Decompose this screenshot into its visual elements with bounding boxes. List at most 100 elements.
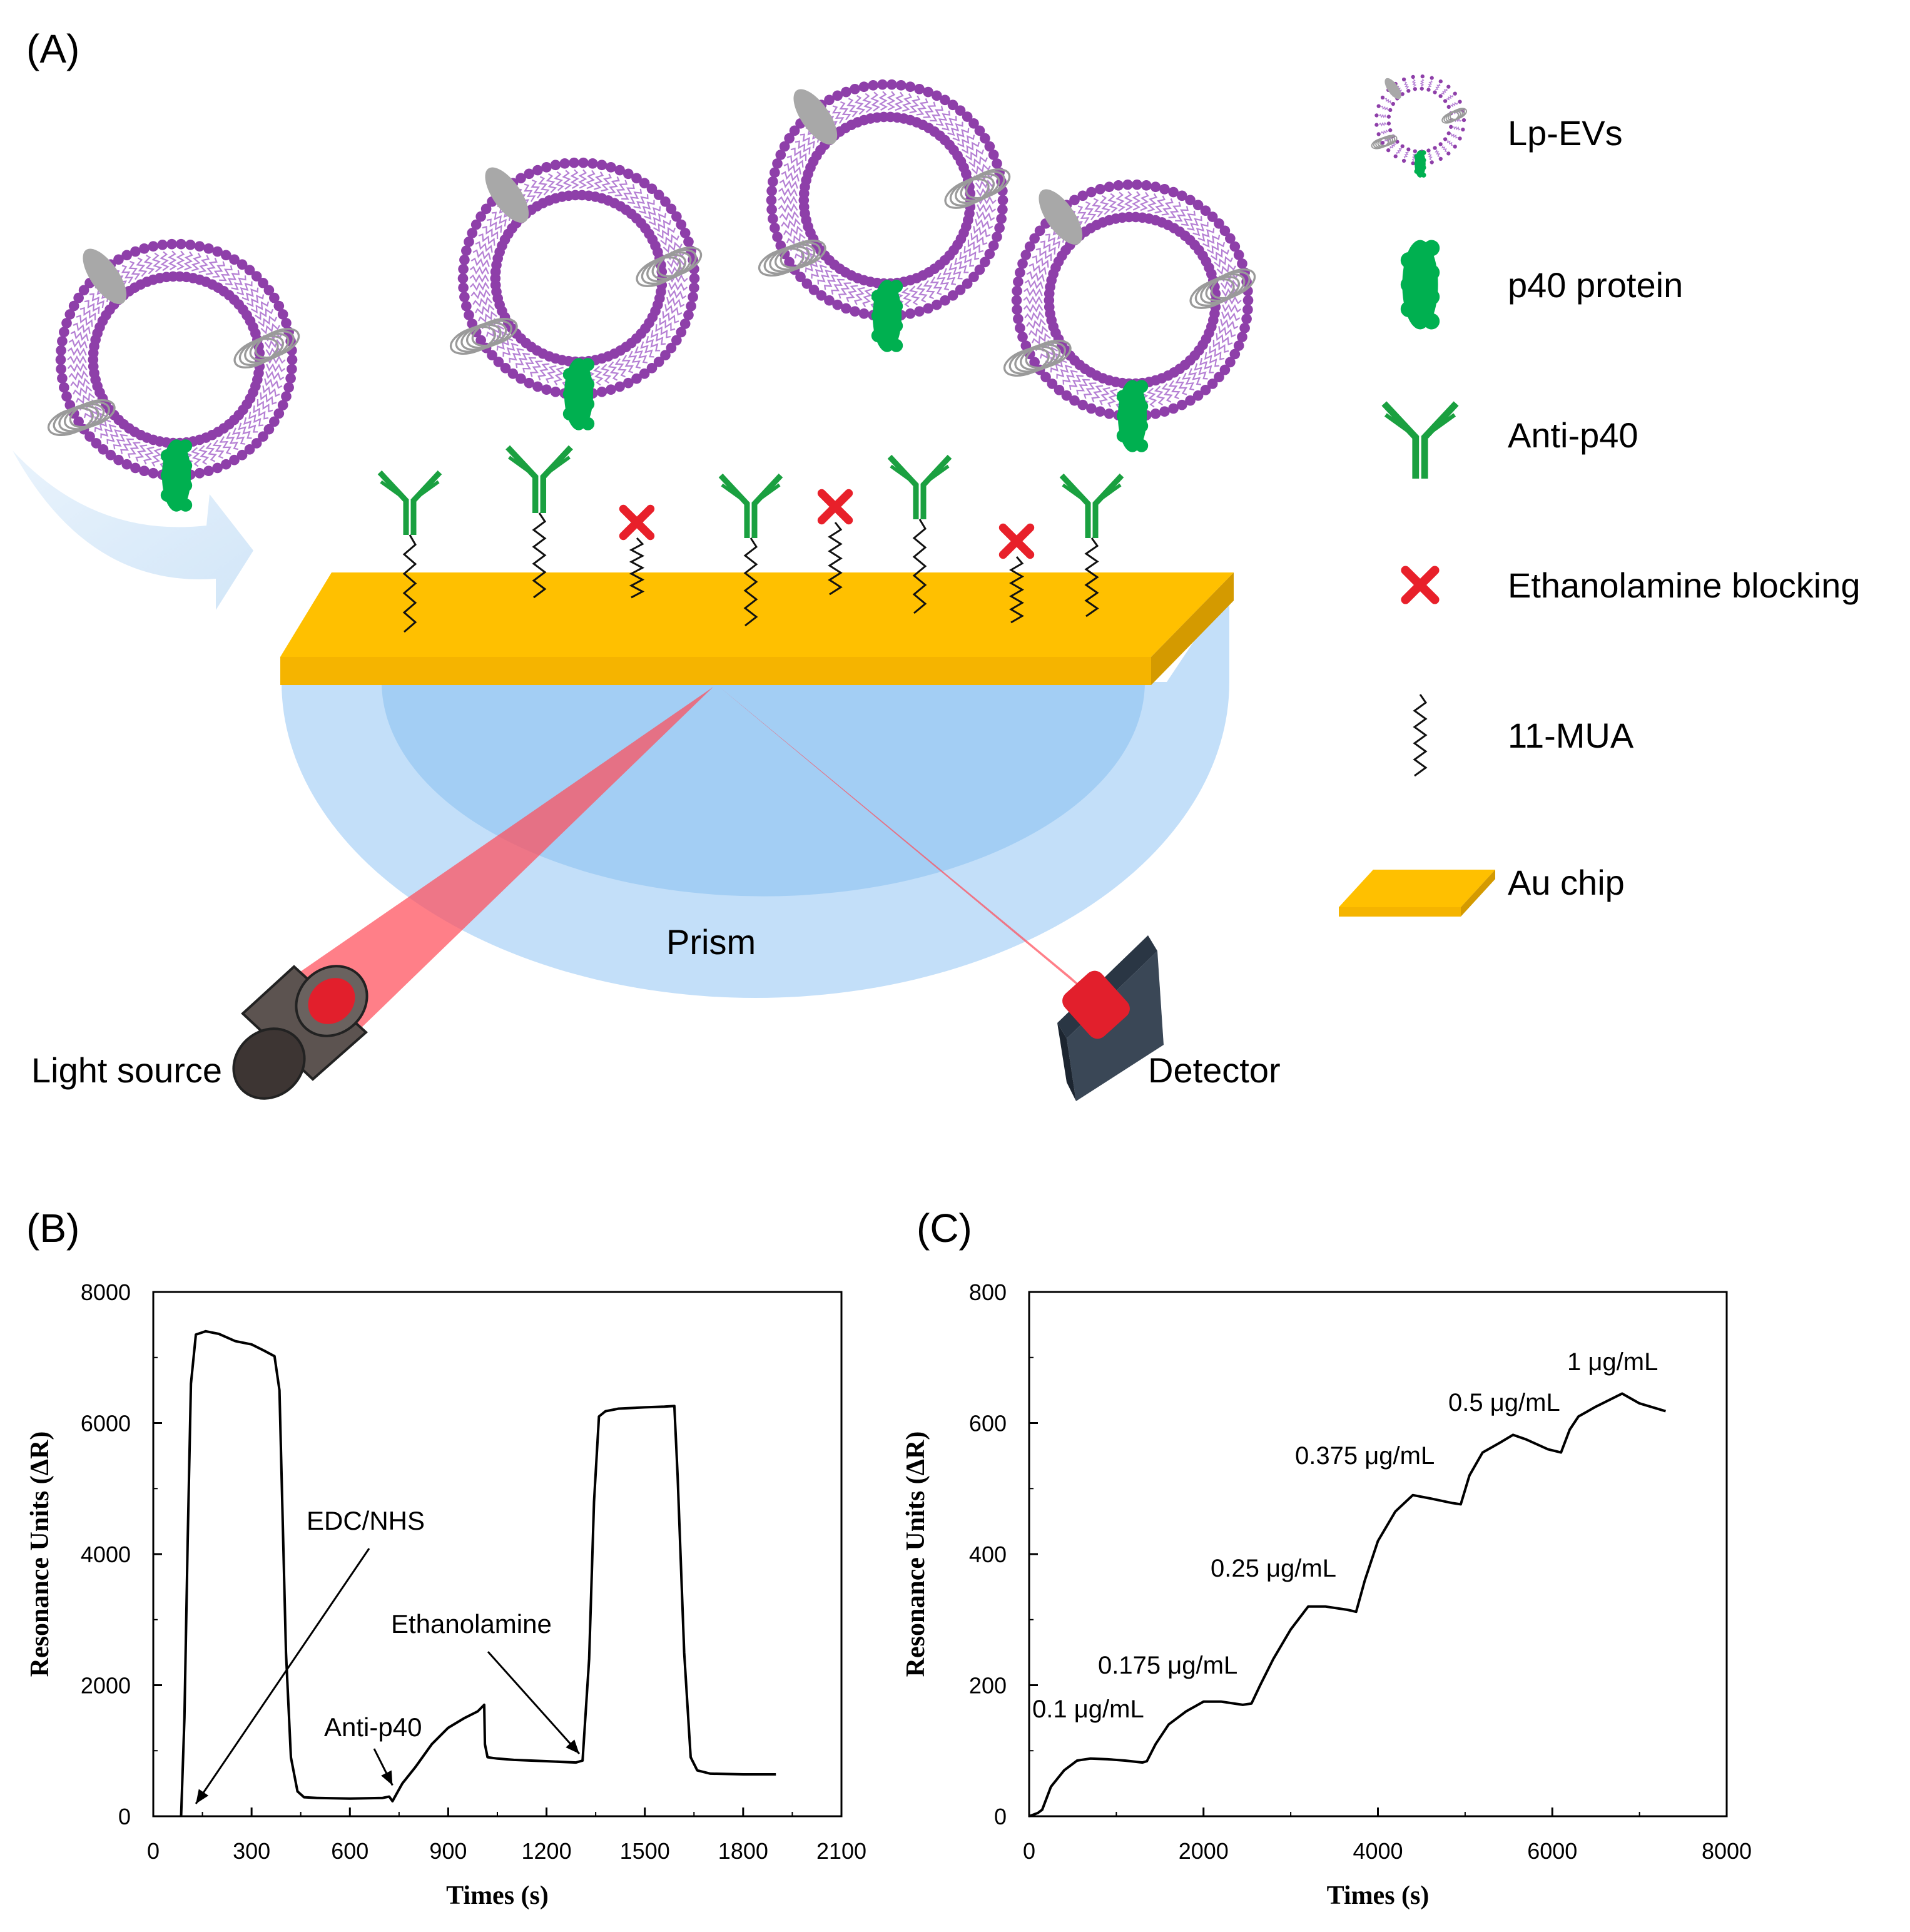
chart-annotation: EDC/NHS — [307, 1506, 425, 1535]
lp-ev-vesicle-icon — [758, 79, 1011, 352]
x-axis-label: Times (s) — [1327, 1881, 1430, 1910]
concentration-annotation: 0.175 μg/mL — [1098, 1652, 1237, 1679]
surface-linker-11-mua — [743, 537, 758, 627]
lp-ev-vesicles — [47, 79, 1256, 512]
x-tick-label: 4000 — [1353, 1838, 1403, 1864]
linker-icon — [1413, 694, 1428, 777]
legend-label: Ethanolamine blocking — [1508, 566, 1860, 605]
y-axis-label: Resonance Units (ΔR) — [902, 1431, 930, 1677]
y-tick-label: 800 — [969, 1279, 1007, 1305]
surface-anti-p40-icon — [887, 454, 952, 519]
surface-ethanolamine-block-icon — [619, 504, 655, 541]
panel-a-label: (A) — [26, 26, 79, 71]
surface-ethanolamine-block-icon — [998, 523, 1035, 559]
x-tick-label: 900 — [429, 1838, 467, 1864]
surface-linker-11-mua — [1084, 537, 1099, 618]
detector-label: Detector — [1148, 1050, 1281, 1090]
x-tick-label: 1500 — [620, 1838, 670, 1864]
legend-label: p40 protein — [1508, 265, 1683, 305]
annotation-arrow-anti-p40 — [373, 1748, 394, 1786]
detector-icon — [1057, 935, 1164, 1101]
legend-label: 11-MUA — [1508, 716, 1634, 755]
surface-linker-11-mua — [402, 534, 417, 633]
surface-anti-p40-icon — [505, 445, 573, 513]
lp-ev-vesicle-icon — [449, 157, 703, 430]
x-tick-label: 2100 — [816, 1838, 866, 1864]
concentration-annotation: 1 μg/mL — [1567, 1348, 1658, 1376]
x-tick-label: 8000 — [1702, 1838, 1752, 1864]
vesicle-p40-protein-icon — [1414, 150, 1426, 178]
surface-linker-11-mua — [1009, 556, 1024, 624]
surface-ethanolamine-block-icon — [817, 489, 853, 525]
y-tick-label: 400 — [969, 1542, 1007, 1567]
light-source-icon — [232, 965, 368, 1100]
x-tick-label: 1800 — [718, 1838, 768, 1864]
light-source-label: Light source — [31, 1050, 222, 1090]
antibody-icon — [1381, 401, 1459, 479]
surface-anti-p40-icon — [718, 473, 783, 538]
vesicle-p40-protein-icon — [562, 358, 595, 430]
x-tick-label: 1200 — [522, 1838, 572, 1864]
y-tick-label: 4000 — [81, 1542, 131, 1567]
chart-annotation: Anti-p40 — [324, 1712, 422, 1742]
surface-linker-11-mua — [828, 522, 843, 596]
annotation-arrow-edc-nhs — [195, 1548, 370, 1804]
lp-ev-vesicle-icon — [47, 238, 300, 512]
legend-protein-icon — [1400, 240, 1440, 330]
legend-antibody-icon — [1381, 401, 1459, 479]
legend-cross-icon — [1401, 566, 1440, 604]
y-tick-label: 2000 — [81, 1673, 131, 1699]
vesicle-icon — [1371, 74, 1467, 178]
y-tick-label: 600 — [969, 1411, 1007, 1436]
chart-annotation: Ethanolamine — [391, 1609, 552, 1639]
panel-label: (B) — [26, 1206, 79, 1251]
legend-linker-icon — [1413, 694, 1428, 777]
concentration-annotation: 0.1 μg/mL — [1032, 1696, 1144, 1723]
legend-label: Au chip — [1508, 863, 1625, 902]
vesicle-p40-protein-icon — [160, 439, 193, 512]
x-tick-label: 0 — [147, 1838, 160, 1864]
reflected-beam — [719, 687, 1126, 1026]
panel-b-chart: (B) 0 300 600 900 1200 1500 1800 2100 0 2000 4000 60… — [26, 1206, 866, 1910]
x-tick-label: 6000 — [1527, 1838, 1577, 1864]
incident-beam — [294, 687, 713, 1032]
legend-vesicle-icon — [1371, 74, 1467, 178]
prism-label: Prism — [666, 922, 756, 962]
y-tick-label: 200 — [969, 1673, 1007, 1699]
y-tick-label: 0 — [118, 1804, 131, 1829]
y-tick-label: 6000 — [81, 1411, 131, 1436]
vesicle-p40-protein-icon — [871, 280, 903, 352]
cross-icon — [1401, 566, 1440, 604]
legend-label: Lp-EVs — [1508, 113, 1623, 153]
plot-frame — [152, 1291, 843, 1818]
flow-arrow-icon — [13, 450, 253, 610]
data-series-line — [180, 1330, 776, 1817]
x-tick-label: 300 — [233, 1838, 270, 1864]
protein-icon — [1400, 240, 1440, 330]
surface-linker-11-mua — [532, 512, 547, 599]
lp-ev-vesicle-icon — [1003, 179, 1256, 452]
vesicle-p40-protein-icon — [1116, 380, 1149, 452]
y-axis-label: Resonance Units (ΔR) — [26, 1431, 54, 1677]
x-tick-label: 600 — [331, 1838, 368, 1864]
concentration-annotation: 0.5 μg/mL — [1448, 1389, 1560, 1416]
concentration-annotation: 0.25 μg/mL — [1211, 1555, 1336, 1582]
data-series-line — [1029, 1392, 1666, 1818]
y-tick-label: 0 — [994, 1804, 1007, 1829]
surface-linker-11-mua — [912, 519, 927, 614]
x-axis-label: Times (s) — [446, 1881, 549, 1910]
annotation-arrow-ethanolamine — [487, 1650, 581, 1755]
sensor-surface-elements — [377, 445, 1124, 633]
concentration-annotation: 0.375 μg/mL — [1295, 1442, 1435, 1470]
x-tick-label: 2000 — [1179, 1838, 1229, 1864]
prism-icon — [282, 588, 1229, 998]
chip-icon — [1339, 870, 1495, 917]
x-tick-label: 0 — [1023, 1838, 1035, 1864]
panel-a-schematic: (A) Prism Light source — [13, 26, 1860, 1101]
legend-label: Anti-p40 — [1508, 415, 1638, 455]
panel-label: (C) — [917, 1206, 972, 1251]
surface-linker-11-mua — [629, 537, 645, 599]
